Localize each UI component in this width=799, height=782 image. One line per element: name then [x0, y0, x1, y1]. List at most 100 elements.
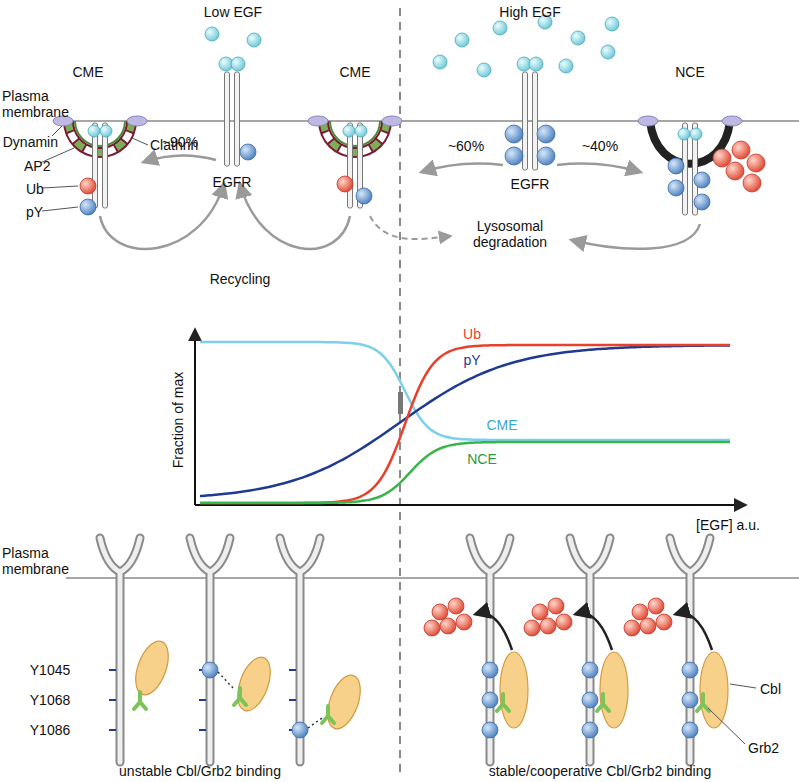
- weak-binding: [218, 672, 233, 688]
- phospho-tyrosine: [482, 662, 498, 678]
- phospho-tyrosine: [356, 188, 372, 204]
- ub-curve: [200, 345, 730, 503]
- grb2-protein: [597, 694, 609, 711]
- egfr-outline: [570, 538, 610, 762]
- figure-label: Low EGF: [204, 4, 262, 20]
- egfr-outline: [190, 538, 230, 762]
- egfr-stalk: [235, 72, 240, 166]
- figure-label: pY: [463, 352, 480, 368]
- egf-ligand: [529, 57, 543, 71]
- figure-label: NCE: [675, 64, 705, 80]
- ubiquitin: [424, 620, 440, 636]
- clathrin-coat: [63, 121, 137, 158]
- cbl-protein: [321, 671, 366, 733]
- ubiquitin: [656, 614, 672, 630]
- grb2-protein: [234, 688, 246, 705]
- phospho-tyrosine: [582, 692, 598, 708]
- egf-ligand: [601, 45, 615, 59]
- ubiquitin: [743, 174, 761, 192]
- egf-ligand: [690, 128, 702, 140]
- egf-ligand: [571, 31, 585, 45]
- figure-label: EGFR: [511, 176, 550, 192]
- figure-label: Y1086: [30, 722, 70, 738]
- egf-ligand: [355, 125, 367, 137]
- cbl-protein: [600, 652, 628, 728]
- dynamin: [308, 116, 328, 126]
- tyrosine-site: [109, 699, 116, 701]
- tyrosine-site: [289, 699, 296, 701]
- figure-label: High EGF: [499, 4, 560, 20]
- egfr-outline: [470, 538, 510, 762]
- x-axis: [195, 504, 745, 506]
- recycling-arrow: [240, 184, 350, 249]
- egfr-body: [190, 538, 230, 762]
- illustration-group: [40, 8, 799, 778]
- egf-ligand: [493, 21, 507, 35]
- ubiquitin: [532, 604, 548, 620]
- plasma-membrane: [66, 120, 799, 122]
- degradation-arrow: [572, 224, 700, 249]
- ubiquitin: [432, 604, 448, 620]
- ubiquitin: [732, 141, 750, 159]
- egfr-outline: [280, 538, 320, 762]
- figure-label: Dynamin: [3, 134, 58, 150]
- figure-label: [EGF] a.u.: [696, 517, 760, 533]
- phospho-tyrosine: [537, 147, 555, 165]
- phospho-tyrosine: [505, 125, 523, 143]
- egfr-body: [100, 538, 140, 762]
- cbl-protein: [129, 637, 174, 699]
- ubiquitin: [80, 178, 96, 194]
- figure-label: EGFR: [213, 174, 252, 190]
- internalization-arrow: [557, 164, 640, 172]
- figure-label: CME: [486, 417, 517, 433]
- egf-ligand: [477, 63, 491, 77]
- grb2-protein: [322, 706, 334, 723]
- ubiquitination-arrow: [576, 613, 612, 650]
- clathrin-segment: [322, 131, 333, 142]
- egfr-outline: [670, 538, 710, 762]
- ap2-adaptor: [74, 121, 126, 147]
- weak-binding: [308, 718, 322, 728]
- phospho-tyrosine: [482, 692, 498, 708]
- phospho-tyrosine: [202, 662, 218, 678]
- egf-ligand: [433, 55, 447, 69]
- ubiquitination-arrow: [676, 613, 712, 650]
- clathrin-coat: [318, 121, 392, 158]
- phospho-tyrosine: [292, 722, 308, 738]
- leader-line: [708, 708, 745, 744]
- figure-label: Y1068: [30, 692, 70, 708]
- grb2-protein: [697, 694, 709, 711]
- phospho-tyrosine: [582, 662, 598, 678]
- grb2-protein: [134, 692, 146, 709]
- figure-label: ~40%: [582, 138, 618, 154]
- clathrin-segment: [377, 131, 388, 142]
- ubiquitin: [713, 149, 731, 167]
- figure-label: ~60%: [448, 138, 484, 154]
- phospho-tyrosine: [482, 722, 498, 738]
- figure-label: Grb2: [748, 740, 779, 756]
- leader-line: [730, 684, 756, 688]
- ubiquitination-arrow: [476, 613, 512, 650]
- phospho-tyrosine: [582, 722, 598, 738]
- tyrosine-site: [289, 669, 296, 671]
- cme-curve: [200, 342, 730, 440]
- y-axis: [194, 330, 196, 505]
- egf-ligand: [343, 125, 355, 137]
- threshold-mark: [398, 392, 403, 414]
- nce-curve: [200, 442, 730, 503]
- figure-label: Fraction of max: [170, 372, 186, 468]
- egfr-stalk: [225, 72, 230, 166]
- figure-label: unstable Cbl/Grb2 binding: [119, 763, 281, 779]
- cbl-protein: [231, 653, 276, 715]
- clathrin-segment: [67, 131, 78, 142]
- dynamin: [638, 116, 658, 126]
- ubiquitin: [632, 604, 648, 620]
- internalization-arrow: [422, 164, 503, 172]
- figure-label: Recycling: [210, 271, 271, 287]
- egfr-body: [670, 538, 710, 762]
- clathrin-segment: [122, 131, 133, 142]
- phospho-tyrosine: [694, 194, 710, 210]
- figure-label: AP2: [24, 158, 50, 174]
- tyrosine-site: [199, 729, 206, 731]
